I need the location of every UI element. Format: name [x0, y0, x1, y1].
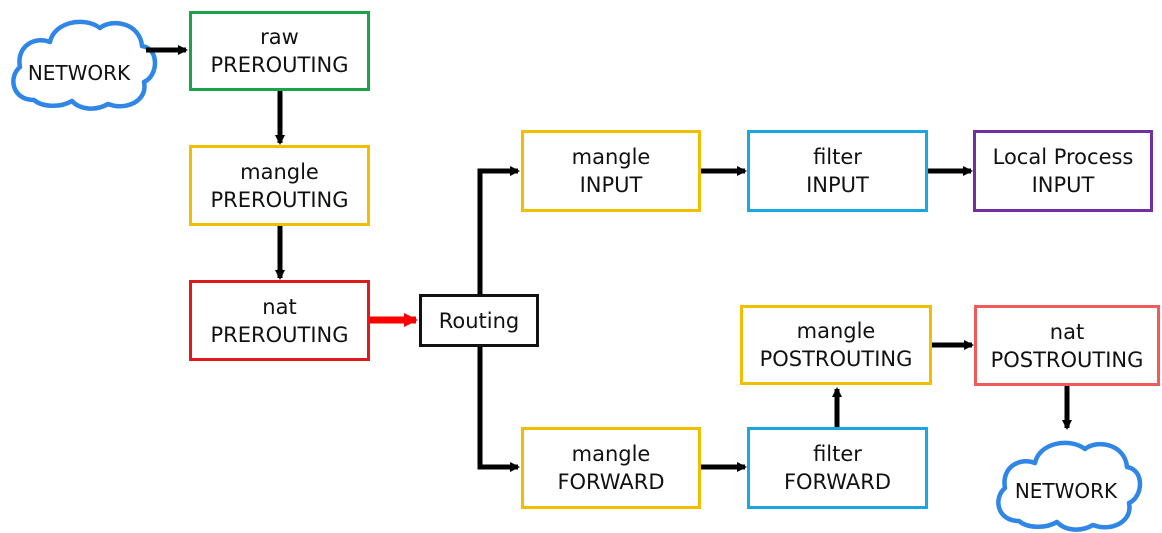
mangle-input-box: mangle INPUT	[521, 130, 701, 212]
mangle-prerouting-chain: PREROUTING	[210, 187, 349, 212]
mangle-input-chain: INPUT	[579, 173, 643, 197]
routing-label: Routing	[438, 308, 520, 333]
cloud-icon	[11, 19, 158, 111]
routing-box: Routing	[419, 294, 539, 347]
source-network-label: NETWORK	[28, 61, 131, 85]
nat-postrouting-chain: POSTROUTING	[990, 347, 1144, 372]
mangle-prerouting-table: mangle	[240, 159, 319, 184]
connector-arrows	[146, 45, 1072, 472]
filter-forward-table: filter	[813, 442, 862, 466]
mangle-postrouting-table: mangle	[796, 319, 876, 343]
mangle-forward-box: mangle FORWARD	[521, 427, 701, 509]
destination-network-label: NETWORK	[1015, 479, 1118, 503]
mangle-postrouting-box: mangle POSTROUTING	[740, 305, 932, 385]
local-process-label: Local Process	[992, 145, 1134, 169]
filter-input-chain: INPUT	[806, 173, 869, 197]
arrow-routing-to-mangle-forward	[477, 347, 520, 472]
raw-prerouting-chain: PREROUTING	[210, 53, 349, 77]
filter-input-table: filter	[813, 145, 862, 169]
mangle-forward-table: mangle	[571, 442, 651, 466]
arrow-routing-to-mangle-input	[477, 166, 520, 294]
filter-forward-box: filter FORWARD	[747, 427, 928, 509]
mangle-input-table: mangle	[571, 145, 651, 169]
raw-prerouting-table: raw	[260, 25, 299, 49]
nat-postrouting-table: nat	[1049, 319, 1085, 344]
mangle-forward-chain: FORWARD	[557, 470, 665, 494]
destination-cloud: NETWORK	[996, 440, 1143, 532]
mangle-prerouting-box: mangle PREROUTING	[189, 145, 370, 226]
nat-prerouting-chain: PREROUTING	[210, 322, 349, 347]
filter-input-box: filter INPUT	[747, 130, 928, 212]
local-process-input-box: Local Process INPUT	[973, 130, 1153, 212]
cloud-icon	[996, 440, 1143, 532]
nat-prerouting-table: nat	[262, 294, 297, 319]
nat-prerouting-box: nat PREROUTING	[189, 280, 370, 361]
source-cloud: NETWORK	[11, 19, 158, 111]
local-process-chain: INPUT	[1031, 173, 1095, 197]
nat-postrouting-box: nat POSTROUTING	[974, 305, 1160, 386]
raw-prerouting-box: raw PREROUTING	[189, 11, 370, 91]
filter-forward-chain: FORWARD	[783, 470, 892, 494]
mangle-postrouting-chain: POSTROUTING	[759, 347, 913, 371]
